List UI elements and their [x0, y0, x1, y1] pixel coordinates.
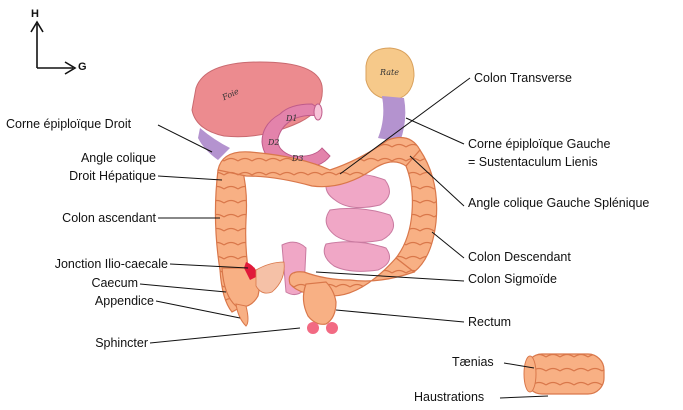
- orientation-arrows-icon: [31, 22, 75, 74]
- rectum-shape: [303, 282, 336, 324]
- d3-label: D3: [292, 154, 304, 163]
- label-sustentaculum: = Sustentaculum Lienis: [468, 155, 598, 170]
- liver-shape: [192, 62, 322, 137]
- label-corne-droit: Corne épiploïque Droit: [6, 117, 131, 132]
- label-taenias: Tænias: [452, 355, 494, 370]
- axis-right-label: G: [78, 61, 87, 73]
- axis-up-label: H: [31, 8, 39, 20]
- label-angle-colique: Angle colique: [38, 151, 156, 166]
- label-appendice: Appendice: [38, 294, 154, 309]
- spleen-label: Rate: [380, 68, 399, 77]
- label-haustrations: Haustrations: [414, 390, 484, 405]
- d2-label: D2: [268, 138, 280, 147]
- d1-label: D1: [286, 114, 298, 123]
- label-colon-ascendant: Colon ascendant: [18, 211, 156, 226]
- label-jonction: Jonction Ilio-caecale: [8, 257, 168, 272]
- label-angle-gauche: Angle colique Gauche Splénique: [468, 196, 649, 211]
- label-colon-transverse: Colon Transverse: [474, 71, 572, 86]
- appendix-shape: [236, 304, 248, 326]
- label-sphincter: Sphincter: [38, 336, 148, 351]
- label-colon-sigmoide: Colon Sigmoïde: [468, 272, 557, 287]
- label-caecum: Caecum: [38, 276, 138, 291]
- left-omental-horn-shape: [378, 96, 405, 142]
- terminal-ileum-shape: [256, 262, 284, 293]
- label-droit-hepatique: Droit Hépatique: [18, 169, 156, 184]
- label-corne-gauche: Corne épiploïque Gauche: [468, 137, 610, 152]
- legend-colon-segment: [526, 354, 604, 394]
- label-rectum: Rectum: [468, 315, 511, 330]
- label-colon-descendant: Colon Descendant: [468, 250, 571, 265]
- descending-colon-shape: [396, 150, 437, 272]
